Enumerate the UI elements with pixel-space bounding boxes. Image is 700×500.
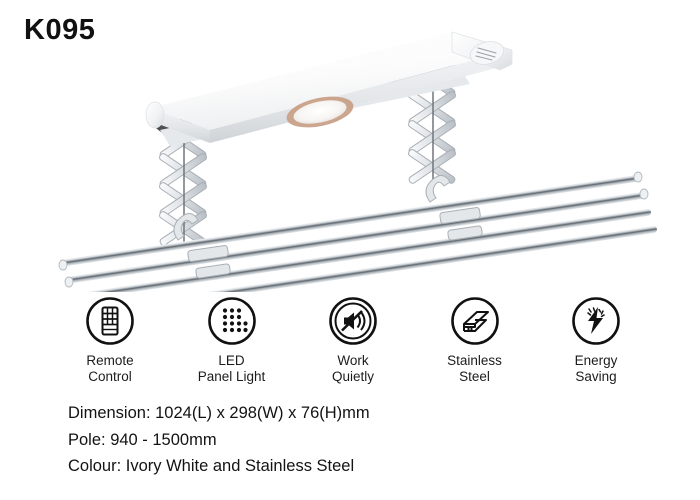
feature-led-panel-light: LED Panel Light — [180, 296, 284, 385]
motor-end-cap — [451, 31, 513, 71]
specification-list: Dimension: 1024(L) x 298(W) x 76(H)mm Po… — [68, 400, 370, 480]
spec-dimension: Dimension: 1024(L) x 298(W) x 76(H)mm — [68, 404, 370, 422]
spec-pole: Pole: 940 - 1500mm — [68, 430, 217, 449]
feature-label: LED Panel Light — [197, 353, 266, 384]
drying-pole — [69, 191, 645, 283]
feature-energy-saving: Energy Saving — [544, 296, 648, 385]
feature-label: Work Quietly — [331, 353, 375, 384]
drying-pole — [81, 225, 657, 292]
main-housing — [145, 31, 513, 146]
vent-slots — [475, 47, 497, 61]
led-panel-light-icon — [207, 297, 256, 345]
feature-list: Remote Control LED Panel Light Work Quie… — [58, 296, 648, 385]
page-title: K095 — [24, 14, 96, 46]
drying-poles — [63, 174, 657, 292]
feature-label: Remote Control — [86, 353, 134, 384]
drying-pole — [75, 208, 651, 292]
pole-brackets — [173, 175, 483, 279]
spec-colour: Colour: Ivory White and Stainless Steel — [68, 457, 355, 476]
stainless-steel-beam-icon — [450, 297, 499, 345]
feature-work-quietly: Work Quietly — [301, 296, 405, 385]
led-light-ring — [286, 96, 354, 128]
remote-control-icon — [86, 297, 134, 345]
mute-speaker-icon — [329, 297, 377, 345]
product-illustration — [58, 31, 657, 292]
pole-end-caps — [58, 171, 649, 288]
feature-label: Stainless Steel — [447, 353, 502, 384]
feature-remote-control: Remote Control — [58, 296, 162, 385]
drying-pole — [63, 174, 639, 266]
product-photo — [0, 12, 700, 292]
energy-saving-bolt-icon — [572, 297, 620, 345]
feature-stainless-steel: Stainless Steel — [423, 296, 527, 385]
feature-label: Energy Saving — [574, 353, 618, 384]
